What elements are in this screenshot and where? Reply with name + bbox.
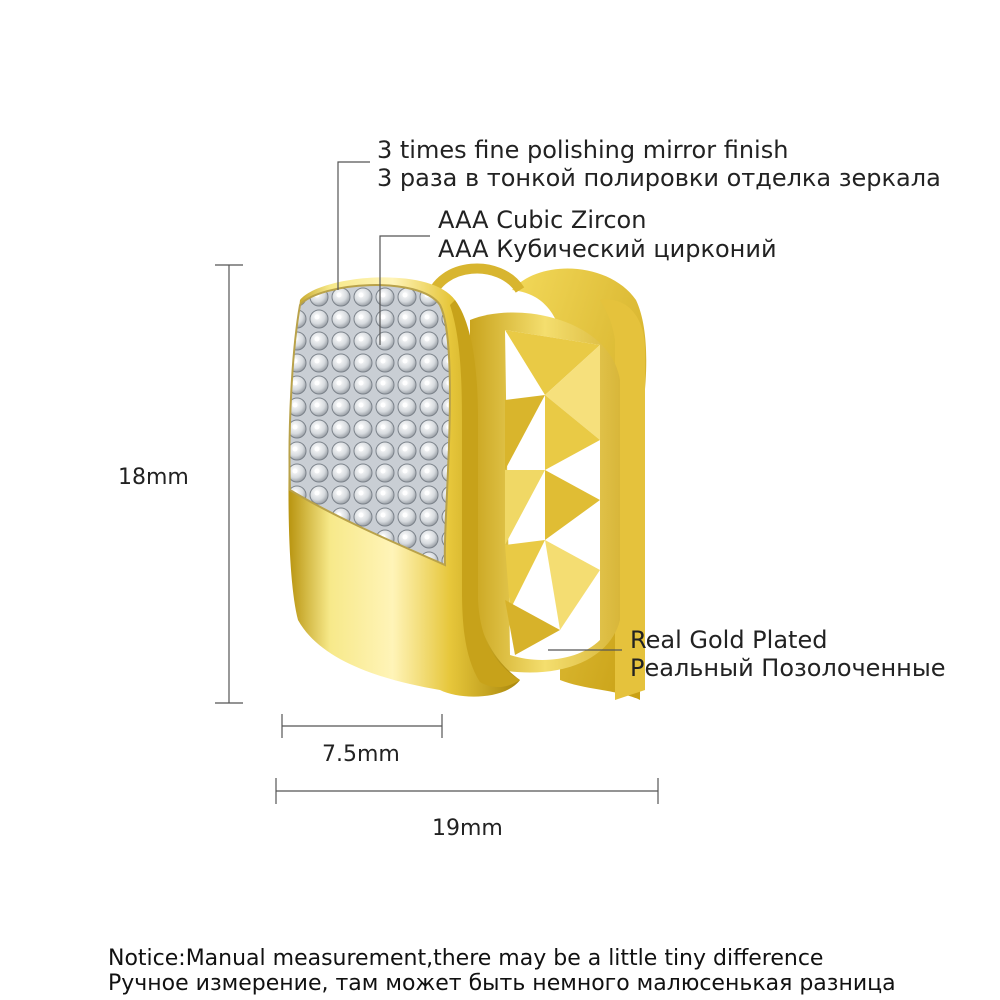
gold-label-ru: Реальный Позолоченные bbox=[630, 654, 946, 682]
zircon-label-en: AAA Cubic Zircon bbox=[438, 206, 647, 234]
polish-label-en: 3 times fine polishing mirror finish bbox=[377, 136, 789, 164]
zircon-pave bbox=[288, 284, 451, 567]
notice-ru: Ручное измерение, там может быть немного… bbox=[108, 971, 896, 996]
polish-label-ru: 3 раза в тонкой полировки отделка зеркал… bbox=[377, 164, 941, 192]
gold-label-en: Real Gold Plated bbox=[630, 626, 828, 654]
dimension-lines bbox=[215, 264, 659, 804]
leader-lines bbox=[337, 161, 622, 651]
inner-band bbox=[470, 312, 620, 673]
total-width-dimension-label: 19mm bbox=[432, 816, 503, 841]
notice-en: Notice:Manual measurement,there may be a… bbox=[108, 946, 824, 971]
height-dimension-label: 18mm bbox=[118, 465, 189, 490]
band-width-dimension-label: 7.5mm bbox=[322, 742, 400, 767]
zircon-label-ru: AAA Кубический цирконий bbox=[438, 235, 777, 263]
